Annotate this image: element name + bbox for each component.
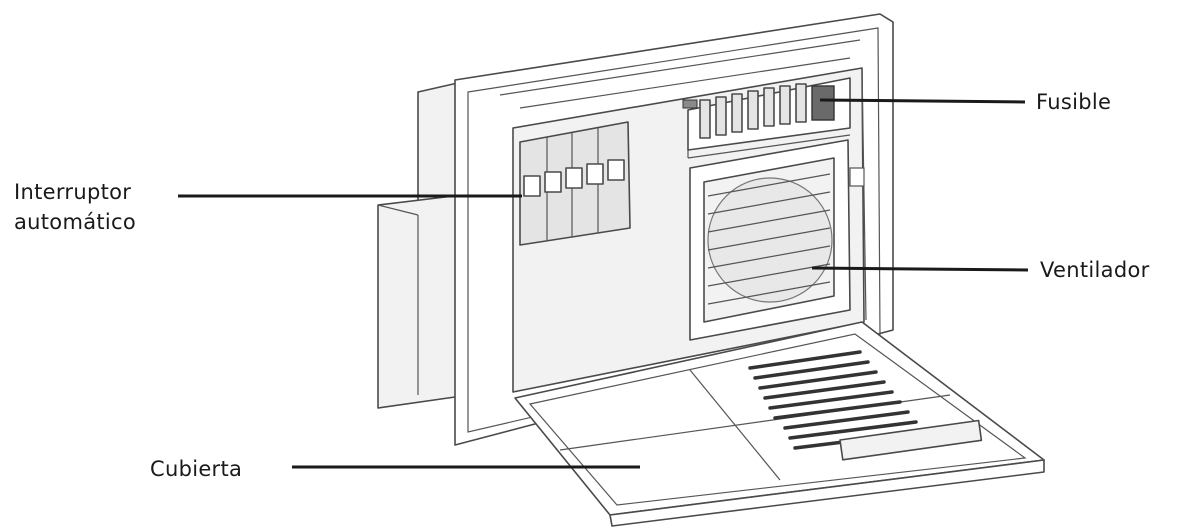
fan-grille <box>689 139 865 341</box>
interruptor-label-line2: automático <box>14 210 137 234</box>
leader-lines <box>178 98 1029 469</box>
ventilador-leader-line <box>811 266 1029 272</box>
interruptor-label-line1: Interruptor <box>14 180 132 204</box>
hinged-cover <box>514 321 1045 527</box>
cubierta-label: Cubierta <box>150 457 243 481</box>
fusible-leader-line <box>819 98 1026 104</box>
rear-housing <box>377 81 463 409</box>
interruptor-label: Interruptor automático <box>14 177 136 237</box>
fuse-block <box>682 77 851 159</box>
breaker-block <box>519 121 631 246</box>
fusible-label: Fusible <box>1036 90 1112 114</box>
ventilador-label: Ventilador <box>1040 258 1150 282</box>
